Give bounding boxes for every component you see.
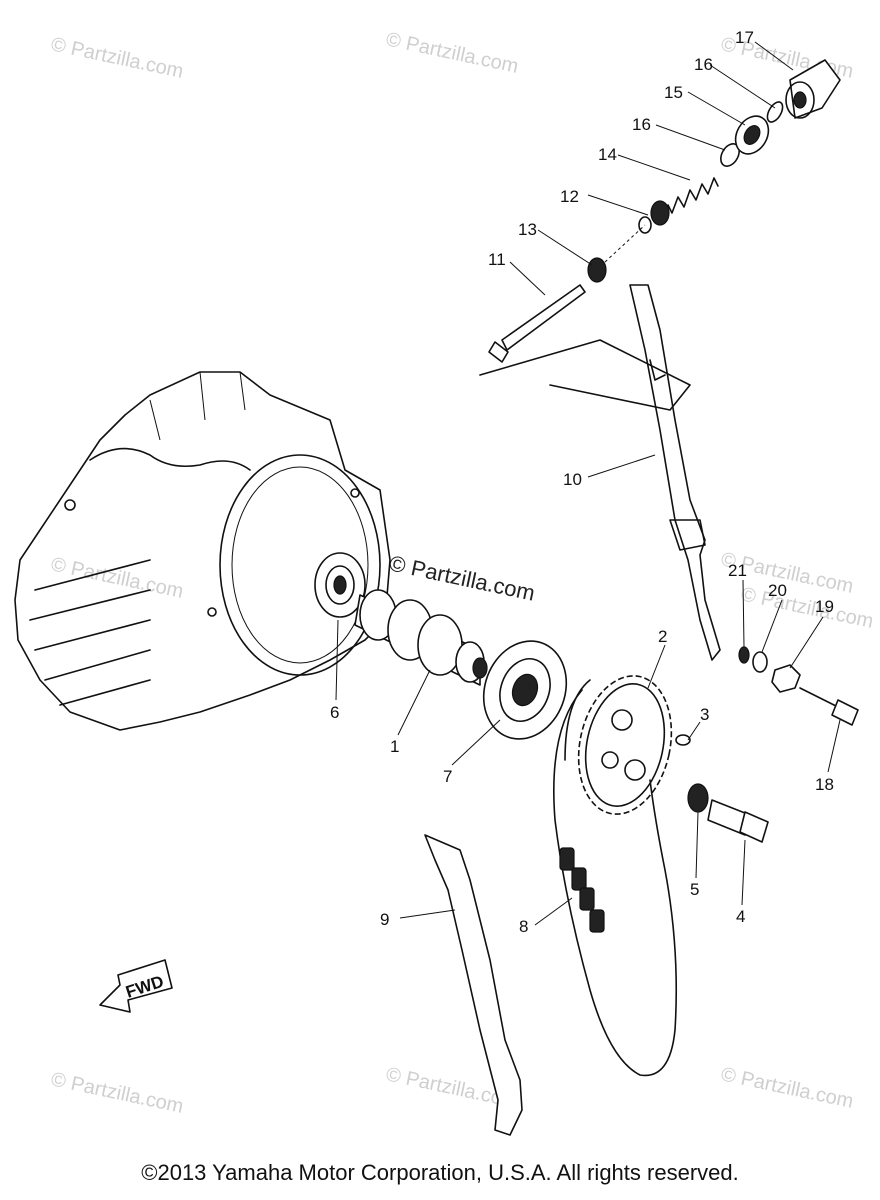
callout-16-lower: 16: [632, 115, 651, 134]
callout-16-upper: 16: [694, 55, 713, 74]
watermark-center: © Partzilla.com: [387, 550, 537, 605]
callout-9: 9: [380, 910, 389, 929]
callout-numbers: 1 2 3 4 5 6 7 8 9 10 11 12 13 14 15 16 1…: [330, 28, 834, 936]
callout-8: 8: [519, 917, 528, 936]
watermark-bottom-left: © Partzilla.com: [49, 1068, 185, 1118]
pin-3: [675, 734, 691, 746]
washer-5: [687, 783, 709, 813]
nut-19: [771, 664, 801, 693]
callout-20: 20: [768, 581, 787, 600]
leader-lines: [335, 41, 841, 926]
push-rod-11: [488, 284, 586, 363]
washer-20: [752, 651, 768, 673]
callout-12: 12: [560, 187, 579, 206]
copyright-notice: ©2013 Yamaha Motor Corporation, U.S.A. A…: [141, 1160, 739, 1185]
callout-7: 7: [443, 767, 452, 786]
callout-11: 11: [488, 250, 506, 269]
callout-19: 19: [815, 597, 834, 616]
watermark-mid-right-2: © Partzilla.com: [739, 583, 875, 633]
washer-21: [738, 646, 750, 664]
callout-18: 18: [815, 775, 834, 794]
bearing-6: [314, 552, 366, 618]
callout-3: 3: [700, 705, 709, 724]
callout-21: 21: [728, 561, 747, 580]
watermark-mid-left: © Partzilla.com: [49, 553, 185, 603]
bolt-4: [707, 799, 769, 843]
watermark-top-center: © Partzilla.com: [384, 28, 520, 78]
watermark-top-left: © Partzilla.com: [49, 33, 185, 83]
callout-1: 1: [390, 737, 399, 756]
o-ring-16-upper: [766, 101, 784, 123]
callout-17: 17: [735, 28, 754, 47]
seal-15: [734, 115, 770, 155]
watermark-bottom-right: © Partzilla.com: [719, 1063, 855, 1113]
callout-2: 2: [658, 627, 667, 646]
spring-14: [667, 177, 719, 214]
cylinder-head: [14, 371, 391, 731]
callout-14: 14: [598, 145, 617, 164]
cap-bolt-17: [785, 59, 841, 119]
fwd-arrow-marker: FWD: [99, 959, 173, 1013]
bearing-7: [482, 640, 568, 740]
cam-chain-8-loop: [553, 689, 678, 1077]
callout-6: 6: [330, 703, 339, 722]
dashed-guide-line: [479, 339, 691, 411]
tensioner-guide-10: [629, 284, 721, 661]
spring-seat-13: [587, 257, 607, 283]
callout-4: 4: [736, 907, 745, 926]
bolt-18: [799, 687, 859, 726]
callout-10: 10: [563, 470, 582, 489]
callout-13: 13: [518, 220, 537, 239]
callout-15: 15: [664, 83, 683, 102]
camshaft-1: [354, 589, 488, 686]
cam-sprocket-2: [577, 675, 673, 815]
collar-12: [638, 216, 652, 234]
callout-5: 5: [690, 880, 699, 899]
chain-links-8: [559, 847, 605, 933]
